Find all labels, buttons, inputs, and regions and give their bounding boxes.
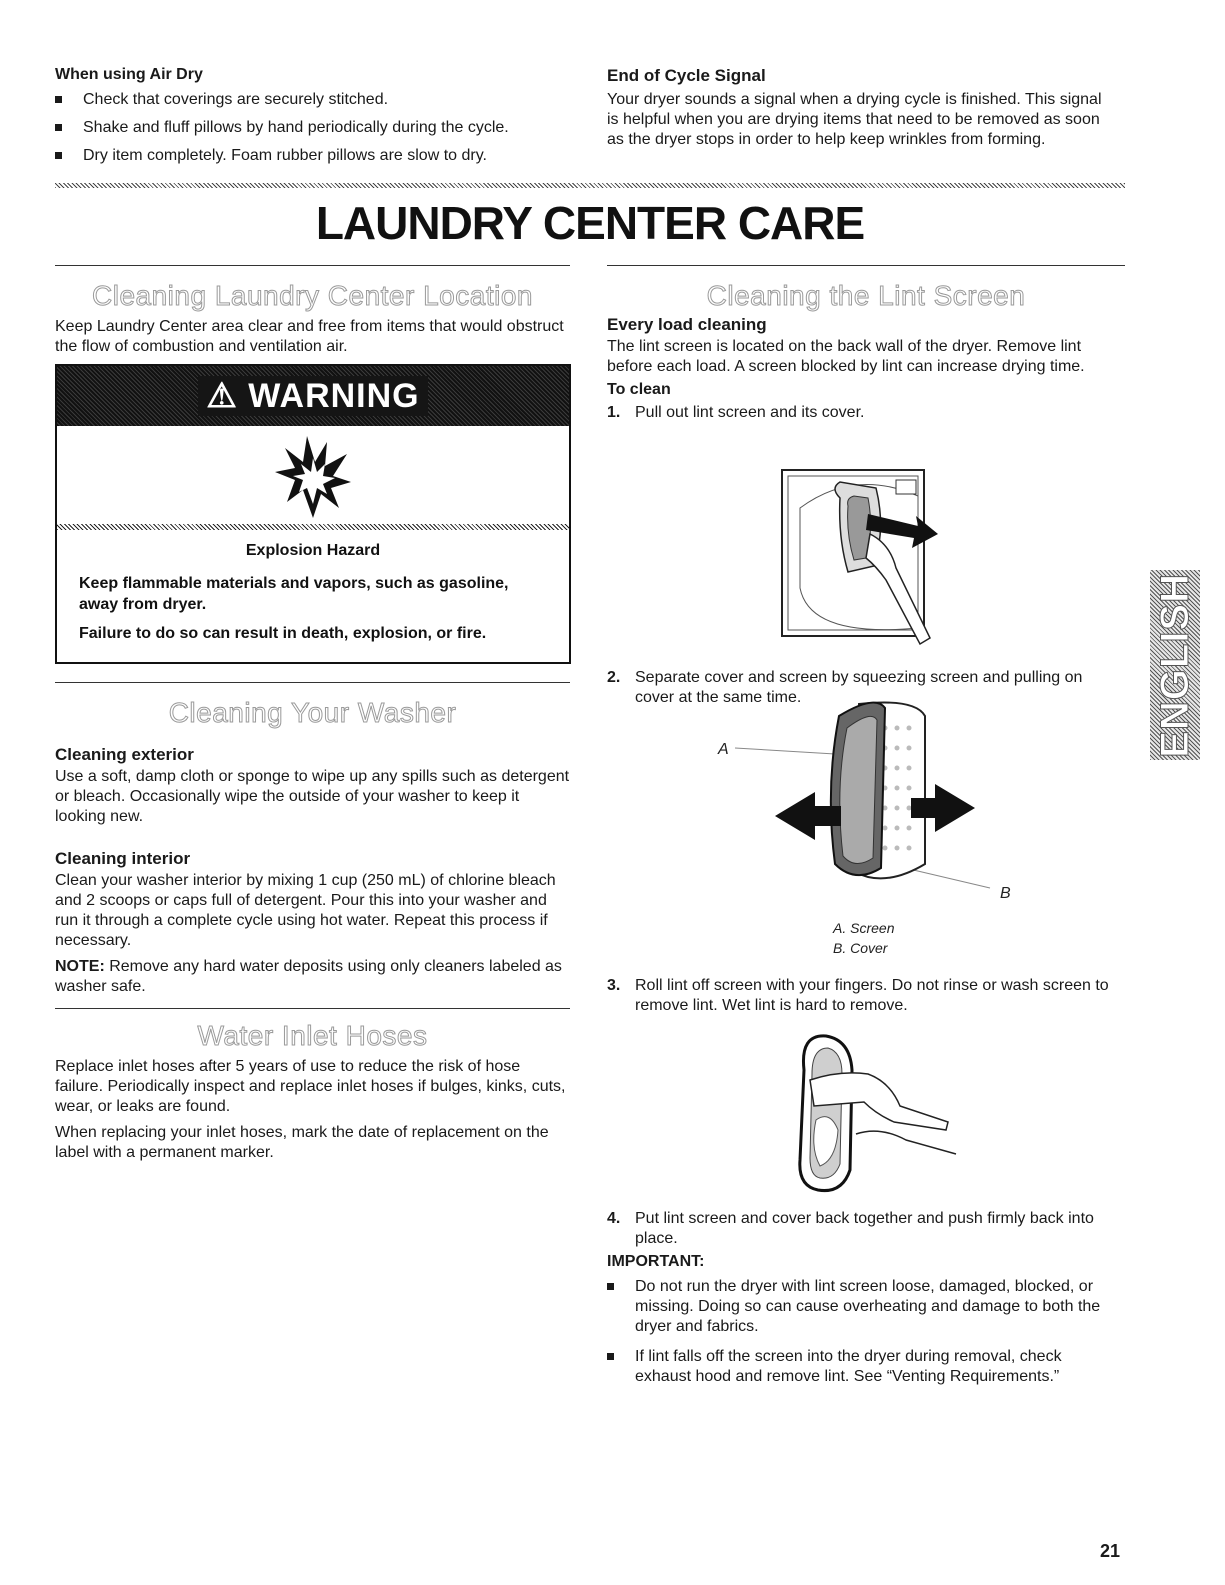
step-3-block: 3.Roll lint off screen with your fingers… [607,976,1122,1016]
separate-cover-screen-illustration [735,701,991,889]
warning-line-1: Keep flammable materials and vapors, suc… [79,575,509,613]
step-4: 4.Put lint screen and cover back togethe… [607,1210,1094,1247]
step-2-block: 2.Separate cover and screen by squeezing… [607,668,1122,708]
interior-heading: Cleaning interior [55,849,191,868]
washer-section: Cleaning exterior Use a soft, damp cloth… [55,745,570,997]
every-load-heading: Every load cleaning [607,315,767,334]
step-1: 1.Pull out lint screen and its cover. [607,404,865,421]
interior-text: Clean your washer interior by mixing 1 c… [55,872,556,949]
list-item: Check that coverings are securely stitch… [55,90,575,110]
every-load-text: The lint screen is located on the back w… [607,338,1085,375]
location-text: Keep Laundry Center area clear and free … [55,318,564,355]
warning-header: ⚠ WARNING [57,366,569,426]
warning-line-2: Failure to do so can result in death, ex… [79,625,487,642]
lint-screen-removal-illustration [781,469,938,646]
section-rule [55,1008,570,1009]
washer-title: Cleaning Your Washer [168,697,457,729]
exterior-text: Use a soft, damp cloth or sponge to wipe… [55,768,570,825]
important-label: IMPORTANT: [607,1253,705,1270]
important-list: Do not run the dryer with lint screen lo… [607,1277,1122,1387]
lint-intro: Every load cleaning The lint screen is l… [607,315,1122,423]
page-title: LAUNDRY CENTER CARE [315,197,865,249]
warning-box: ⚠ WARNING Explosion Hazard Keep flammabl… [55,364,571,664]
page-number: 21 [1099,1541,1120,1561]
list-item: Shake and fluff pillows by hand periodic… [55,118,575,138]
list-item: If lint falls off the screen into the dr… [607,1347,1122,1387]
caption-cover: B. Cover [833,940,888,956]
section-rule [55,682,570,683]
step-2: 2.Separate cover and screen by squeezing… [607,669,1083,706]
step-4-block: 4.Put lint screen and cover back togethe… [607,1209,1122,1387]
end-signal-text: Your dryer sounds a signal when a drying… [607,91,1102,148]
caption-screen: A. Screen [833,920,895,936]
location-title: Cleaning Laundry Center Location [92,280,533,312]
figure-captions: A. Screen B. Cover [833,918,953,958]
hoses-text-1: Replace inlet hoses after 5 years of use… [55,1058,566,1115]
warning-body: Explosion Hazard Keep flammable material… [57,530,569,644]
note-label: NOTE: [55,958,105,975]
note-text: Remove any hard water deposits using onl… [55,958,562,995]
note: NOTE: Remove any hard water deposits usi… [55,957,570,997]
air-dry-section: When using Air Dry Check that coverings … [55,66,575,166]
explosion-icon [275,436,351,518]
roll-lint-illustration [798,1034,957,1193]
end-signal-heading: End of Cycle Signal [607,66,766,85]
hazard-name: Explosion Hazard [245,542,381,559]
label-b: B [1000,885,1011,902]
list-item: Do not run the dryer with lint screen lo… [607,1277,1122,1337]
list-item: Dry item completely. Foam rubber pillows… [55,146,575,166]
to-clean-heading: To clean [607,381,671,398]
hoses-text-2: When replacing your inlet hoses, mark th… [55,1124,549,1161]
language-tab: ENGLISH [1150,570,1200,760]
hoses-section: Replace inlet hoses after 5 years of use… [55,1057,570,1163]
hoses-title: Water Inlet Hoses [197,1020,428,1052]
steps-list: 1.Pull out lint screen and its cover. [607,403,1122,423]
explosion-symbol-area [57,426,569,524]
section-rule [55,265,570,266]
top-divider [55,183,1125,188]
lint-title: Cleaning the Lint Screen [706,280,1026,312]
air-dry-list: Check that coverings are securely stitch… [55,90,575,166]
air-dry-heading: When using Air Dry [55,66,203,83]
label-a: A [718,741,729,758]
end-signal-section: End of Cycle Signal Your dryer sounds a … [607,66,1117,150]
warning-separator [57,524,569,530]
warning-title: ⚠ WARNING [198,376,428,416]
exterior-heading: Cleaning exterior [55,745,194,764]
section-rule [607,265,1125,266]
step-3: 3.Roll lint off screen with your fingers… [607,977,1109,1014]
language-tab-label: ENGLISH [1152,572,1197,758]
